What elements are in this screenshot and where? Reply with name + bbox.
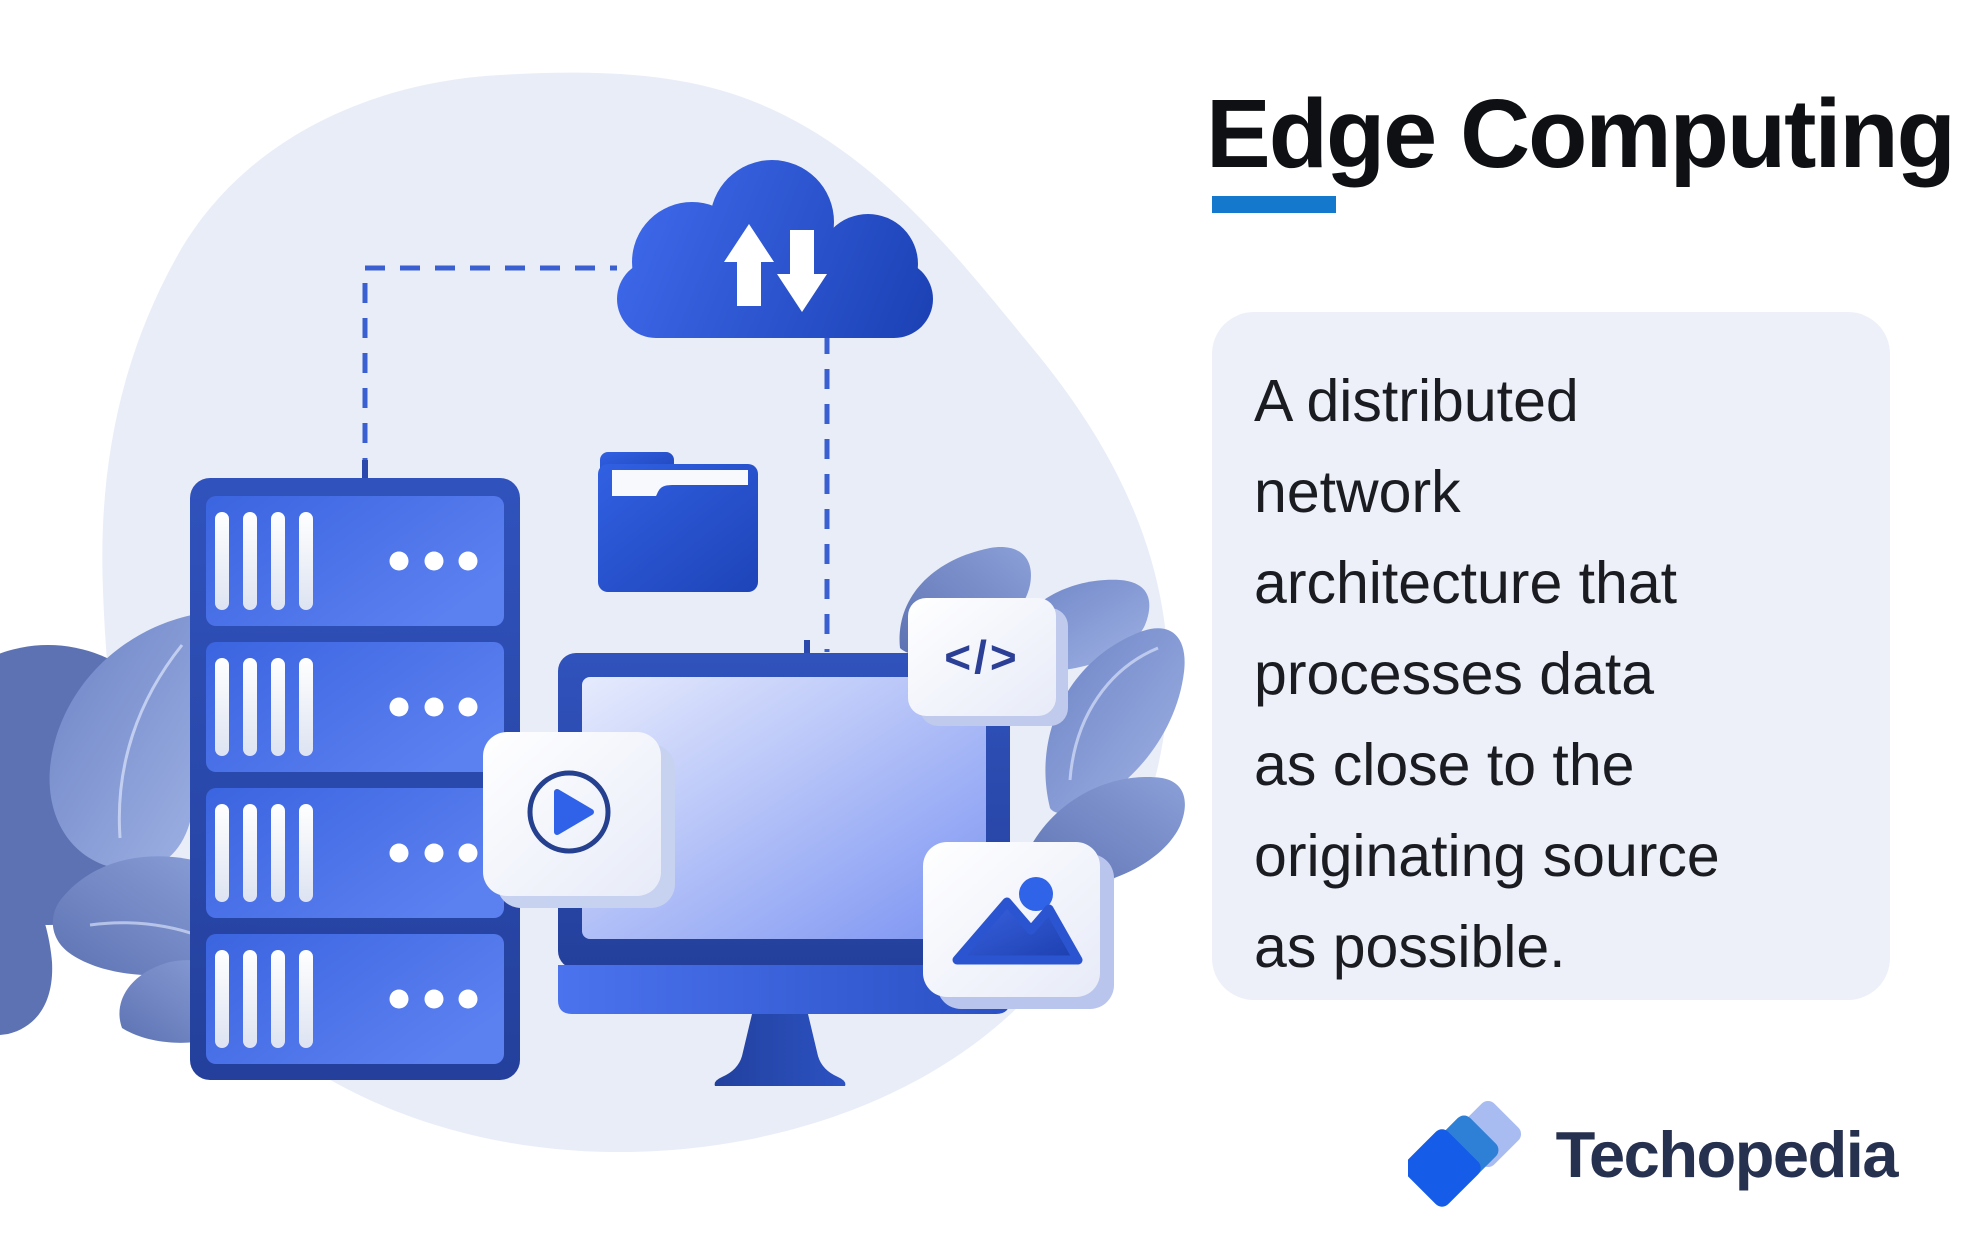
server-rack-icon [190,460,520,1080]
brand-name: Techopedia [1555,1117,1899,1191]
play-video-icon [527,770,611,854]
dashed-connectors [362,265,830,652]
definition-line: as close to the [1254,732,1635,798]
download-arrow-icon [777,230,827,312]
code-card: </> [908,598,1068,726]
title-underline [1212,196,1336,213]
definition-line: network [1254,459,1461,525]
plant-left-decoration [0,612,232,1043]
content-column: Edge Computing A distributed network arc… [1206,0,1956,1254]
play-card [483,732,675,908]
techopedia-logo-icon [1407,1100,1521,1207]
definition-line: processes data [1254,641,1655,707]
monitor-stand [714,1014,846,1086]
edge-computing-illustration: </> [0,72,1185,1153]
upload-arrow-icon [724,224,774,306]
cloud-upload-download-icon [617,160,933,338]
dashed-connector-server-cloud [362,265,617,478]
brand-logo: Techopedia [1407,1098,1899,1216]
code-icon: </> [944,631,1020,683]
page-title: Edge Computing [1206,79,1956,188]
definition-line: originating source [1254,823,1720,889]
definition-line: A distributed [1254,368,1579,434]
definition-line: architecture that [1254,550,1678,616]
definition-line: as possible. [1254,914,1566,980]
folder-icon [598,452,758,592]
server-vent-bars [215,512,313,1048]
image-card [923,842,1114,1009]
definition-card: A distributed network architecture that … [1212,312,1890,1000]
server-led-dots [389,551,478,1009]
image-icon [952,877,1083,965]
